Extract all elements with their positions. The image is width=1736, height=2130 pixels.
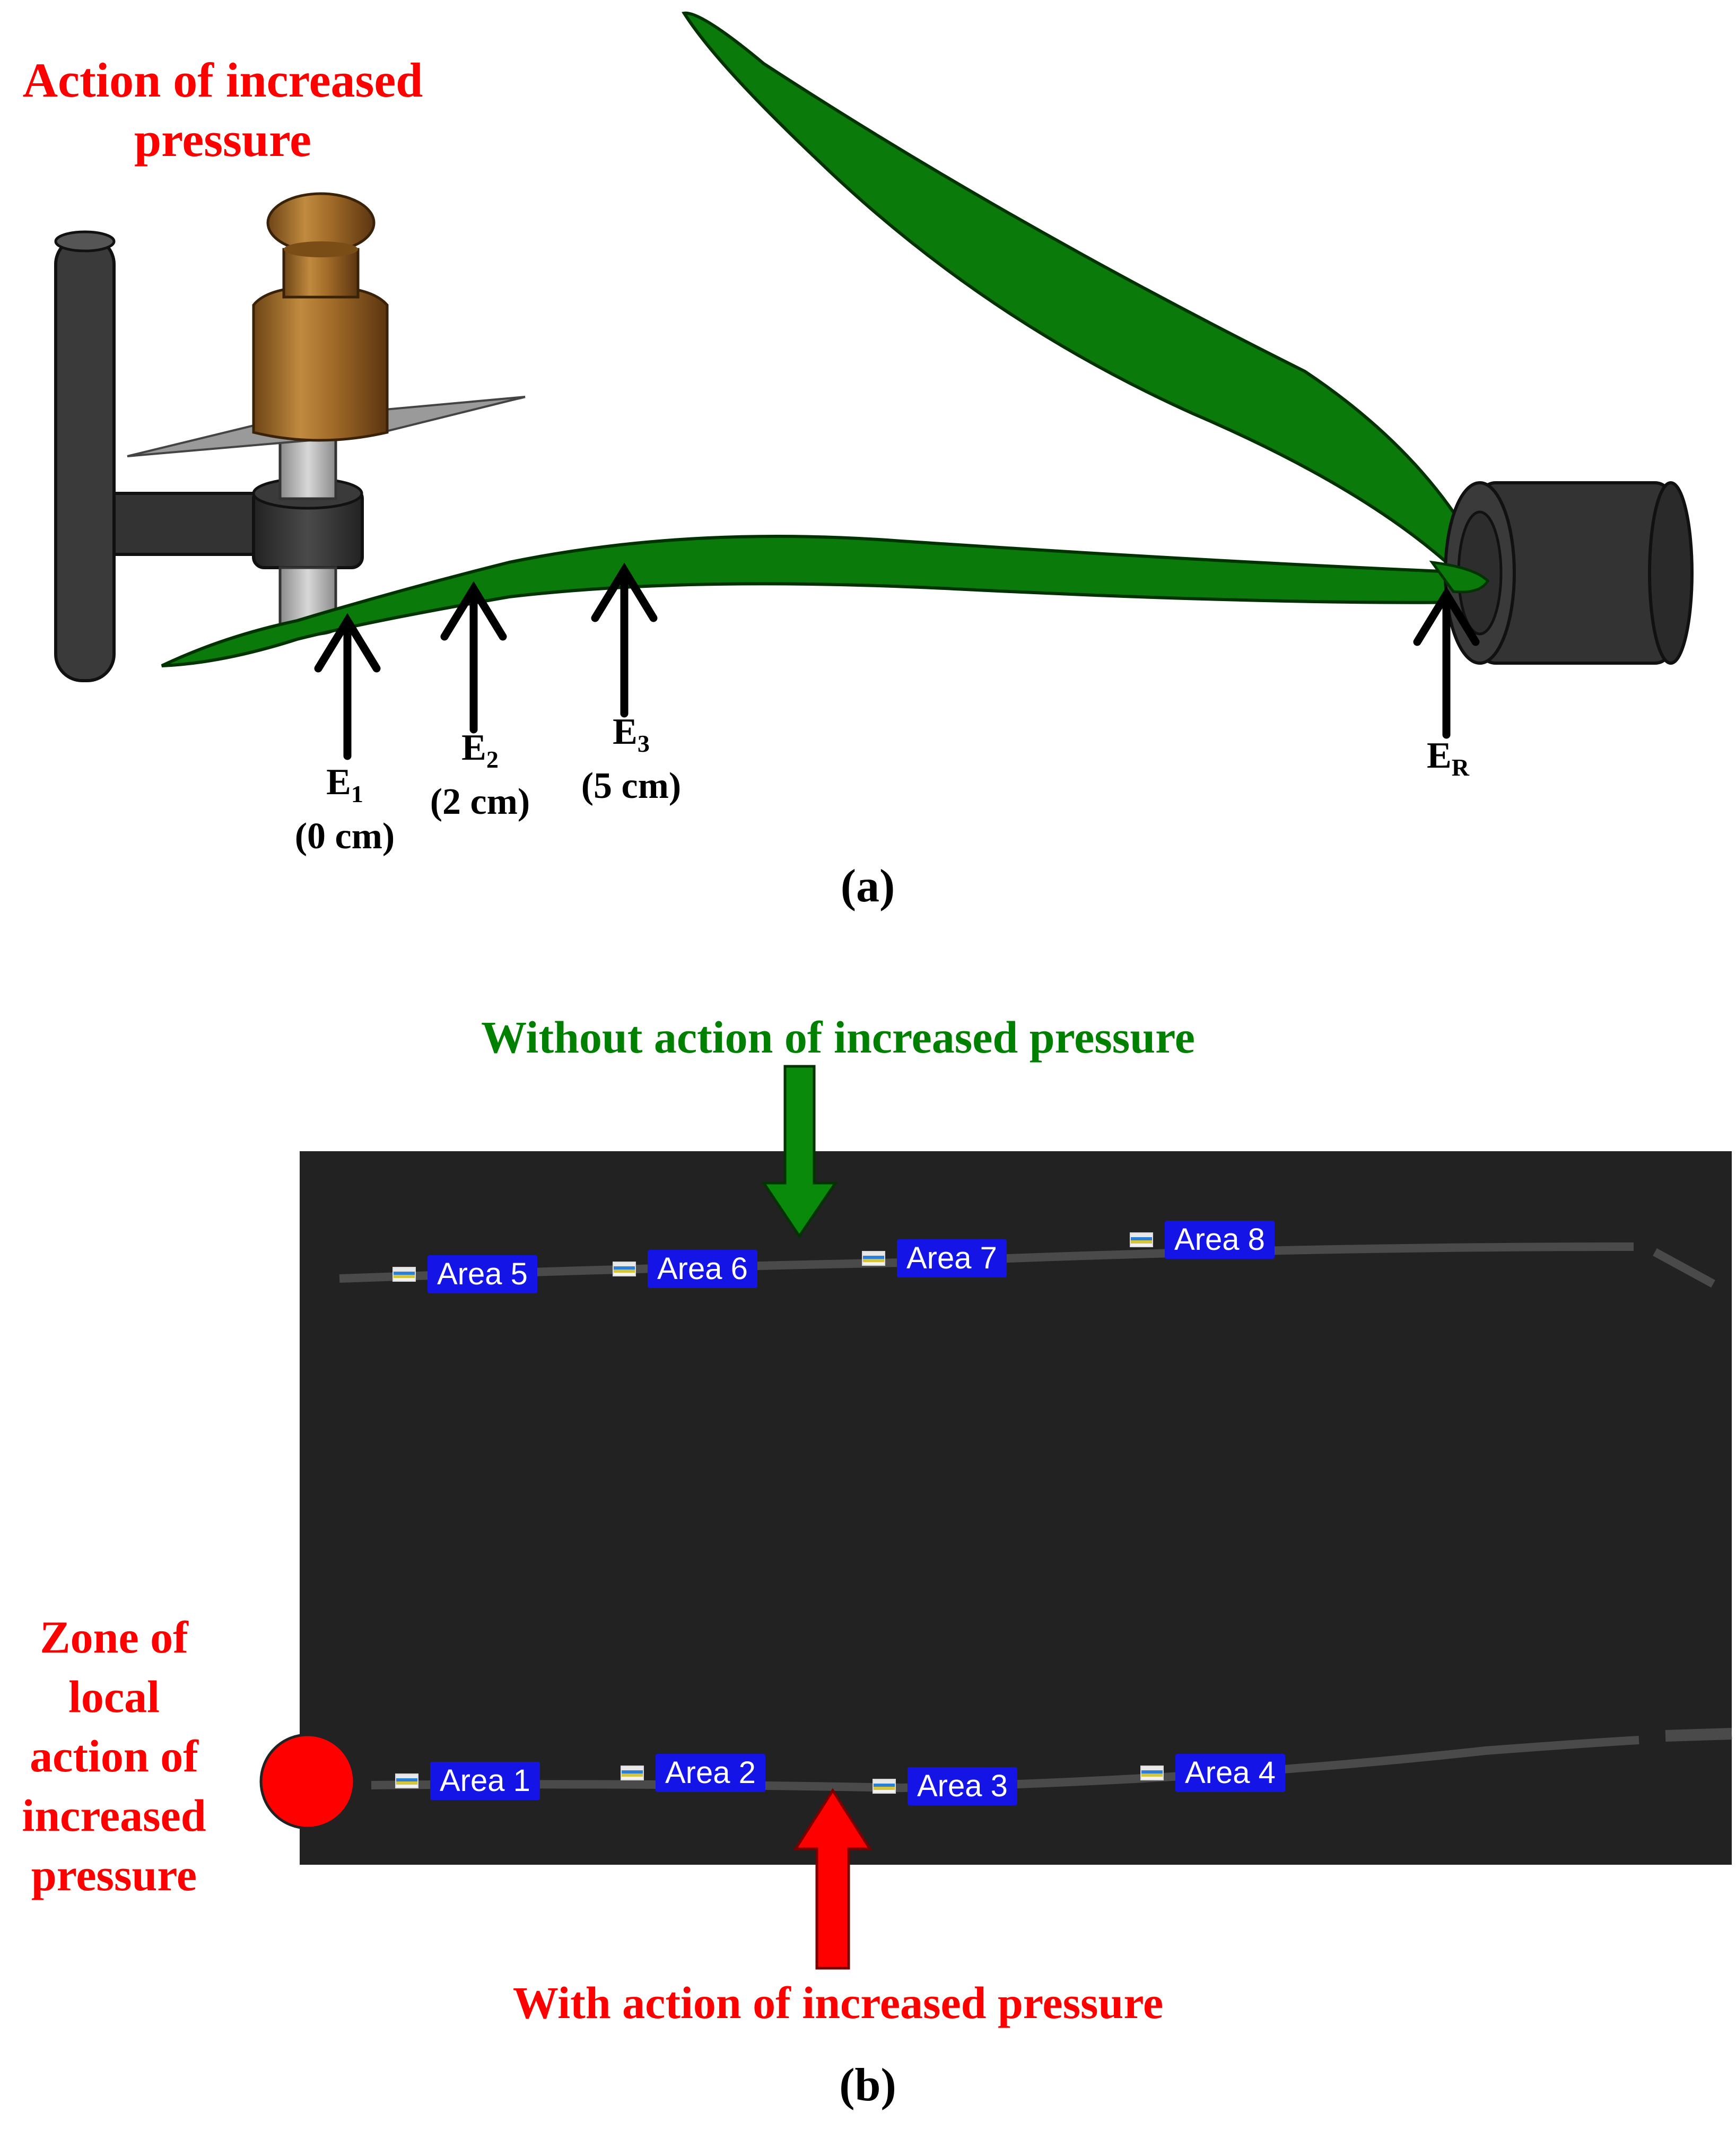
area-tag-7[interactable]: Area 7 xyxy=(862,1239,1007,1278)
electrode-label-e1: E1 (0 cm) xyxy=(276,761,414,858)
panel-a-title-text: Action of increased pressure xyxy=(22,53,423,167)
area-icon xyxy=(392,1267,416,1282)
area-icon xyxy=(1140,1766,1164,1780)
electrode-label-e2: E2 (2 cm) xyxy=(411,727,549,823)
area-icon xyxy=(873,1779,896,1794)
electrode-label-e3: E3 (5 cm) xyxy=(562,711,700,807)
area-icon xyxy=(621,1766,644,1780)
leaf-upper xyxy=(682,11,1490,586)
electrode-arrows xyxy=(314,562,1480,760)
area-label: Area 8 xyxy=(1165,1221,1275,1259)
electrode-label-er: ER xyxy=(1427,735,1469,781)
area-tag-2[interactable]: Area 2 xyxy=(621,1753,765,1793)
area-tag-4[interactable]: Area 4 xyxy=(1140,1753,1285,1793)
electrode-distance: (0 cm) xyxy=(294,816,395,857)
zone-label: Zone of local action of increased pressu… xyxy=(22,1612,206,1900)
area-label: Area 6 xyxy=(648,1250,757,1288)
label-without-pressure: Without action of increased pressure xyxy=(481,1012,1195,1063)
arrow-e2 xyxy=(440,581,507,734)
red-arrow xyxy=(793,1788,873,1970)
reference-clamp xyxy=(1444,481,1694,665)
area-label: Area 4 xyxy=(1175,1754,1285,1792)
area-icon xyxy=(1130,1232,1153,1247)
caption-b: (b) xyxy=(839,2059,896,2111)
area-icon xyxy=(862,1251,885,1266)
electrode-distance: (2 cm) xyxy=(430,781,530,822)
arrow-er xyxy=(1413,586,1480,739)
area-label: Area 1 xyxy=(430,1762,540,1800)
area-tag-5[interactable]: Area 5 xyxy=(392,1255,537,1294)
caption-a: (a) xyxy=(840,860,895,912)
label-with-pressure: With action of increased pressure xyxy=(512,1977,1164,2028)
area-tag-1[interactable]: Area 1 xyxy=(395,1761,540,1801)
area-label: Area 3 xyxy=(908,1767,1017,1805)
area-tag-6[interactable]: Area 6 xyxy=(613,1249,757,1289)
area-label: Area 7 xyxy=(897,1239,1007,1277)
stand xyxy=(54,230,364,682)
panel-a-title: Action of increased pressure xyxy=(0,50,446,169)
arrow-e1 xyxy=(314,613,381,760)
area-tag-3[interactable]: Area 3 xyxy=(873,1767,1017,1806)
electrode-distance: (5 cm) xyxy=(581,766,682,806)
area-tag-8[interactable]: Area 8 xyxy=(1130,1220,1275,1259)
arrow-e3 xyxy=(591,562,658,718)
weight-icon xyxy=(252,192,389,442)
pressure-zone-marker xyxy=(259,1733,356,1830)
area-icon xyxy=(395,1773,418,1788)
area-icon xyxy=(613,1262,636,1276)
area-label: Area 5 xyxy=(428,1255,537,1293)
green-arrow xyxy=(761,1065,838,1239)
area-label: Area 2 xyxy=(656,1754,765,1792)
